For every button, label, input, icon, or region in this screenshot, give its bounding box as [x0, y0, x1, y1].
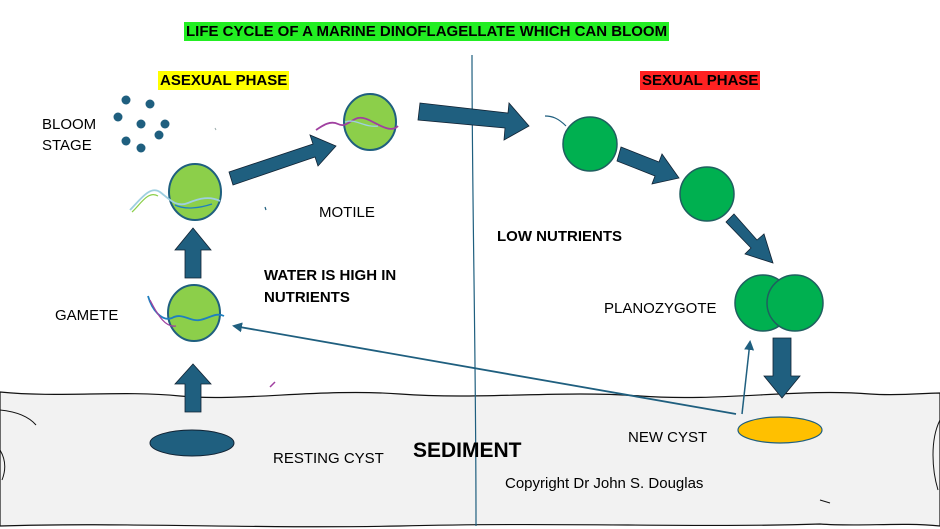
arrow-motile-to-motile	[228, 134, 337, 186]
motile-cell-lower	[129, 163, 222, 221]
asexual-phase-label: ASEXUAL PHASE	[158, 71, 290, 90]
arrow-to-planozygote	[725, 213, 774, 264]
arrow-cyst-to-gamete	[174, 363, 212, 413]
sexual-phase-label: SEXUAL PHASE	[640, 71, 761, 90]
stray-mark	[264, 206, 267, 211]
gamete-cell	[147, 284, 225, 342]
arrow-cyst-to-gamete	[232, 322, 737, 415]
motile-cell-upper	[315, 93, 399, 151]
resting-cyst	[149, 429, 235, 457]
sexual-gamete-cell-1	[544, 115, 618, 172]
sediment-edge-mark	[932, 419, 940, 491]
low-nutrients-label: LOW NUTRIENTS	[497, 228, 622, 245]
sediment-layer	[0, 391, 940, 528]
arrow-cyst-to-planozygote	[741, 340, 755, 415]
sediment-edge-mark	[0, 409, 37, 426]
bloom-stage-label-line1: BLOOM	[42, 116, 97, 133]
sexual-gamete-cell-2	[679, 166, 735, 222]
motile-label: MOTILE	[319, 204, 375, 221]
stray-mark	[269, 381, 276, 388]
resting-cyst-label: RESTING CYST	[273, 450, 384, 467]
sediment-label: SEDIMENT	[413, 439, 522, 462]
diagram-title: LIFE CYCLE OF A MARINE DINOFLAGELLATE WH…	[184, 22, 670, 41]
arrow-to-new-cyst	[763, 337, 801, 399]
sediment-edge-mark	[819, 499, 831, 504]
arrow-gamete-to-motile	[174, 227, 212, 279]
bloom-stage-label-line2: STAGE	[42, 137, 92, 154]
planozygote-cell	[734, 274, 824, 332]
water-nutrients-label-line1: WATER IS HIGH IN	[264, 267, 397, 284]
water-nutrients-label-line2: NUTRIENTS	[264, 289, 350, 306]
sediment-edge-mark	[0, 449, 6, 481]
arrow-gamete1-to-gamete2	[616, 146, 680, 185]
bloom-stage-cells	[113, 95, 170, 153]
planozygote-label: PLANOZYGOTE	[604, 300, 717, 317]
arrow-to-sexual-phase	[417, 102, 530, 141]
copyright-label: Copyright Dr John S. Douglas	[505, 475, 704, 492]
gamete-label: GAMETE	[55, 307, 119, 324]
stray-mark	[214, 127, 217, 131]
new-cyst-label: NEW CYST	[628, 429, 708, 446]
new-cyst	[737, 416, 823, 444]
